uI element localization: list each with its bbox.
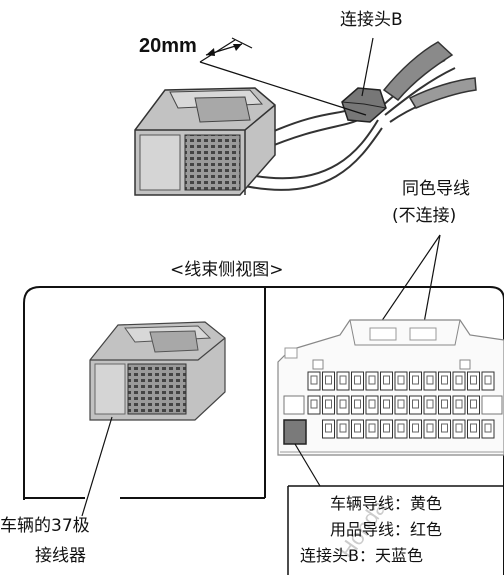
terminal-pin [426, 423, 434, 433]
terminal-pin [412, 399, 419, 409]
terminal-cavity [380, 371, 393, 391]
terminal-cavity [481, 419, 495, 439]
terminal-pin [470, 423, 477, 433]
connector-b-label: 连接头B [340, 10, 403, 30]
terminal-cavity [351, 371, 364, 391]
terminal-pin [412, 423, 419, 433]
terminal-pin [441, 375, 448, 385]
terminal-cavity [409, 419, 422, 439]
terminal-pin [455, 399, 463, 409]
terminal-cavity [438, 395, 451, 415]
terminal-pin [325, 399, 332, 409]
vehicle-connector-label-line1: 车辆的37极 [0, 516, 90, 536]
terminal-cavity [322, 419, 335, 439]
terminal-pin [397, 375, 405, 385]
legend-vehicle-wire: 车辆导线：黄色 [330, 494, 443, 513]
terminal-pin [325, 423, 332, 433]
vehicle-37-pin-connector-image [89, 321, 226, 421]
terminal-cavity [336, 395, 350, 415]
terminal-pin [455, 375, 463, 385]
terminal-cavity [394, 371, 408, 391]
terminal-pin [441, 399, 448, 409]
top-connector-illustration [134, 37, 477, 196]
terminal-pin [383, 399, 390, 409]
connector-b-terminal [283, 419, 307, 445]
terminal-pin [441, 423, 448, 433]
terminal-pin [310, 399, 318, 409]
terminal-pin [426, 399, 434, 409]
legend-accessory-wire: 用品导线：红色 [330, 520, 443, 539]
terminal-pin [397, 423, 405, 433]
terminal-cavity [438, 419, 451, 439]
terminal-cavity [336, 419, 350, 439]
connector-terminal-face [277, 319, 504, 456]
terminal-cavity [452, 371, 466, 391]
terminal-pin [325, 375, 332, 385]
terminal-cavity [322, 395, 335, 415]
terminal-pin [455, 423, 463, 433]
terminal-pin [339, 423, 347, 433]
terminal-cavity [380, 395, 393, 415]
terminal-cavity [467, 371, 480, 391]
terminal-cavity [481, 371, 495, 391]
vehicle-connector-label-line2: 接线器 [35, 546, 86, 566]
terminal-cavity [365, 419, 379, 439]
terminal-cavity [307, 395, 321, 415]
terminal-cavity [438, 371, 451, 391]
terminal-pin [368, 423, 376, 433]
terminal-cavity [351, 419, 364, 439]
terminal-cavity [452, 395, 466, 415]
terminal-cavity [423, 371, 437, 391]
terminal-cavity [467, 395, 480, 415]
not-connected-label: (不连接) [392, 206, 457, 226]
terminal-cavity [336, 371, 350, 391]
terminal-pin [339, 399, 347, 409]
same-color-wire-label: 同色导线 [402, 179, 470, 199]
dimension-label: 20mm [139, 35, 197, 57]
terminal-pin [339, 375, 347, 385]
terminal-cavity [394, 419, 408, 439]
legend-connector-b: 连接头B：天蓝色 [300, 546, 423, 565]
terminal-pin [354, 423, 361, 433]
terminal-pin [397, 399, 405, 409]
terminal-cavity [380, 419, 393, 439]
terminal-cavity [394, 395, 408, 415]
terminal-cavity [351, 395, 364, 415]
legend-leader [294, 443, 321, 487]
terminal-pin [310, 375, 318, 385]
terminal-cavity [452, 419, 466, 439]
frame-left [23, 286, 41, 500]
terminal-pin [470, 375, 477, 385]
terminal-cavity [467, 419, 480, 439]
terminal-cavity [322, 371, 335, 391]
terminal-pin [354, 399, 361, 409]
harness-side-view-title: <线束侧视图> [170, 260, 284, 280]
terminal-pin [412, 375, 419, 385]
terminal-cavity [409, 371, 422, 391]
vehicle-connector-leader [81, 416, 113, 517]
terminal-pin [354, 375, 361, 385]
terminal-cavity [307, 371, 321, 391]
terminal-cavity [423, 419, 437, 439]
terminal-pin [470, 399, 477, 409]
terminal-pin [484, 375, 492, 385]
terminal-pin [484, 423, 492, 433]
terminal-cavity [365, 371, 379, 391]
terminal-pin [383, 423, 390, 433]
terminal-pin [368, 375, 376, 385]
terminal-pin [383, 375, 390, 385]
terminal-cavity [423, 395, 437, 415]
terminal-cavity [409, 395, 422, 415]
terminal-pin [426, 375, 434, 385]
terminal-cavity [365, 395, 379, 415]
terminal-pin [368, 399, 376, 409]
